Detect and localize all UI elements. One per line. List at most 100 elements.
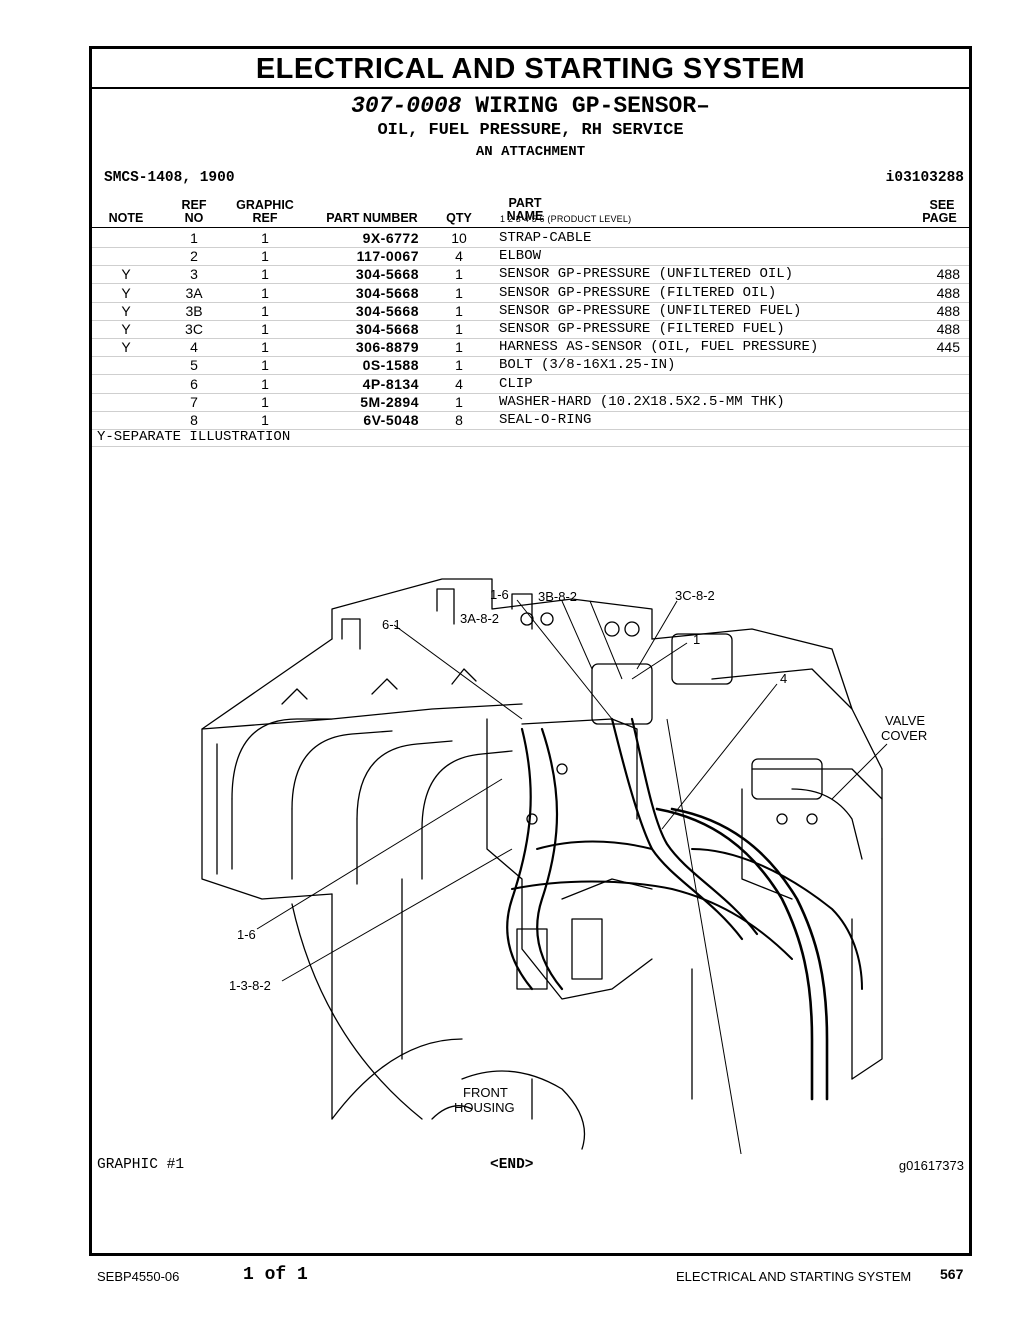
part-number: 6V-5048 [363, 412, 419, 428]
part-see-page: 488 [936, 302, 960, 319]
label-housing: HOUSING [454, 1100, 515, 1115]
part-name: SENSOR GP-PRESSURE (FILTERED FUEL) [499, 321, 785, 337]
part-note: Y [121, 321, 131, 337]
callout-6-1: 6-1 [382, 617, 401, 632]
col-graphic-line2: REF [252, 211, 278, 225]
part-number: 9X-6772 [362, 230, 419, 246]
col-graphic-line1: GRAPHIC [236, 198, 294, 212]
part-number: 304-5668 [355, 266, 419, 283]
end-marker: <END> [490, 1157, 534, 1173]
footer-page-of: 1 of 1 [243, 1265, 308, 1285]
col-see-line2: PAGE [922, 211, 957, 225]
part-note: Y [121, 339, 131, 356]
part-qty: 1 [455, 339, 463, 356]
callout-1-3-8-2: 1-3-8-2 [229, 978, 271, 993]
part-see-page: 488 [936, 321, 960, 337]
part-ref-no: 3C [185, 321, 203, 337]
part-ref-no: 3B [185, 302, 203, 319]
page-title: ELECTRICAL AND STARTING SYSTEM [92, 49, 969, 89]
part-ref-no: 6 [190, 375, 198, 392]
part-qty: 1 [455, 321, 463, 337]
part-ref-no: 3A [185, 284, 203, 301]
header-rule [92, 227, 969, 228]
part-qty: 1 [455, 357, 463, 374]
part-graphic-ref: 1 [261, 302, 269, 319]
part-ref-no: 8 [190, 412, 198, 428]
label-front: FRONT [463, 1085, 508, 1100]
part-number: 5M-2894 [360, 393, 419, 410]
part-note: Y [121, 266, 131, 283]
part-number: 304-5668 [355, 302, 419, 319]
separate-illustration-note: Y-SEPARATE ILLUSTRATION [97, 429, 291, 445]
callout-3a-8-2: 3A-8-2 [460, 611, 499, 626]
callout-3c-8-2: 3C-8-2 [675, 588, 715, 603]
col-part-number: PART NUMBER [326, 211, 418, 225]
graphic-id: g01617373 [898, 1158, 964, 1173]
footer-doc-id: SEBP4550-06 [97, 1269, 180, 1284]
part-qty: 1 [455, 284, 463, 301]
part-name: HARNESS AS-SENSOR (OIL, FUEL PRESSURE) [499, 339, 819, 356]
part-ref-no: 3 [190, 266, 198, 283]
part-graphic-ref: 1 [261, 339, 269, 356]
part-number: 306-8879 [355, 339, 419, 356]
part-qty: 4 [455, 375, 463, 392]
part-name: WASHER-HARD (10.2X18.5X2.5-MM THK) [499, 393, 785, 410]
part-see-page: 488 [936, 284, 960, 301]
engine-linework [201, 578, 883, 1150]
graphic-label: GRAPHIC #1 [97, 1157, 185, 1173]
col-see-line1: SEE [929, 198, 955, 212]
part-name: ELBOW [499, 248, 542, 265]
label-cover: COVER [881, 728, 927, 743]
part-graphic-ref: 1 [261, 375, 269, 392]
part-note: Y [121, 302, 131, 319]
part-ref-no: 1 [190, 230, 198, 246]
part-see-page: 488 [936, 266, 960, 283]
part-qty: 1 [455, 266, 463, 283]
part-graphic-ref: 1 [261, 230, 269, 246]
part-name: CLIP [499, 375, 533, 392]
part-note: Y [121, 284, 131, 301]
part-name: STRAP-CABLE [499, 230, 592, 246]
col-part-name: PART NAME [506, 196, 544, 223]
engine-illustration: 1-6 3B-8-2 3C-8-2 3A-8-2 6-1 1 4 VALVE C… [201, 578, 927, 1154]
part-ref-no: 5 [190, 357, 198, 374]
part-number: 117-0067 [356, 248, 419, 265]
table-row: Y 3A 1 304-5668 1 SENSOR GP-PRESSURE (FILTERE… [92, 284, 969, 303]
group-heading: 307-0008 WIRING GP-SENSOR– [92, 93, 969, 119]
part-qty: 1 [455, 302, 463, 319]
col-ref-line1: REF [181, 198, 207, 212]
part-name: SENSOR GP-PRESSURE (FILTERED OIL) [499, 284, 777, 301]
part-graphic-ref: 1 [261, 412, 269, 428]
part-graphic-ref: 1 [261, 284, 269, 301]
part-name: SENSOR GP-PRESSURE (UNFILTERED OIL) [499, 266, 794, 283]
part-ref-no: 2 [190, 248, 198, 265]
part-name: SENSOR GP-PRESSURE (UNFILTERED FUEL) [499, 302, 802, 319]
footer-section: ELECTRICAL AND STARTING SYSTEM [676, 1269, 912, 1284]
col-ref-line2: NO [184, 211, 204, 225]
part-graphic-ref: 1 [261, 248, 269, 265]
group-subtitle: OIL, FUEL PRESSURE, RH SERVICE [377, 121, 684, 140]
part-ref-no: 7 [190, 393, 198, 410]
col-qty: QTY [446, 211, 472, 225]
label-valve: VALVE [885, 713, 925, 728]
part-name: SEAL-O-RING [499, 412, 592, 428]
callout-1: 1 [693, 632, 700, 647]
attachment-label: AN ATTACHMENT [475, 144, 586, 160]
col-note: NOTE [108, 211, 144, 225]
info-id: i03103288 [885, 170, 964, 186]
callout-1-6-left: 1-6 [237, 927, 256, 942]
page-frame: ELECTRICAL AND STARTING SYSTEM 307-0008 … [89, 46, 972, 1256]
group-number: 307-0008 [351, 93, 462, 119]
callout-4: 4 [780, 671, 787, 686]
col-product-level: 1 2 3 4 5 6 (PRODUCT LEVEL) [500, 214, 632, 224]
part-number: 0S-1588 [362, 357, 419, 374]
part-number: 304-5668 [355, 284, 419, 301]
callout-1-6-top: 1-6 [490, 587, 509, 602]
footer-page-number: 567 [940, 1266, 964, 1282]
